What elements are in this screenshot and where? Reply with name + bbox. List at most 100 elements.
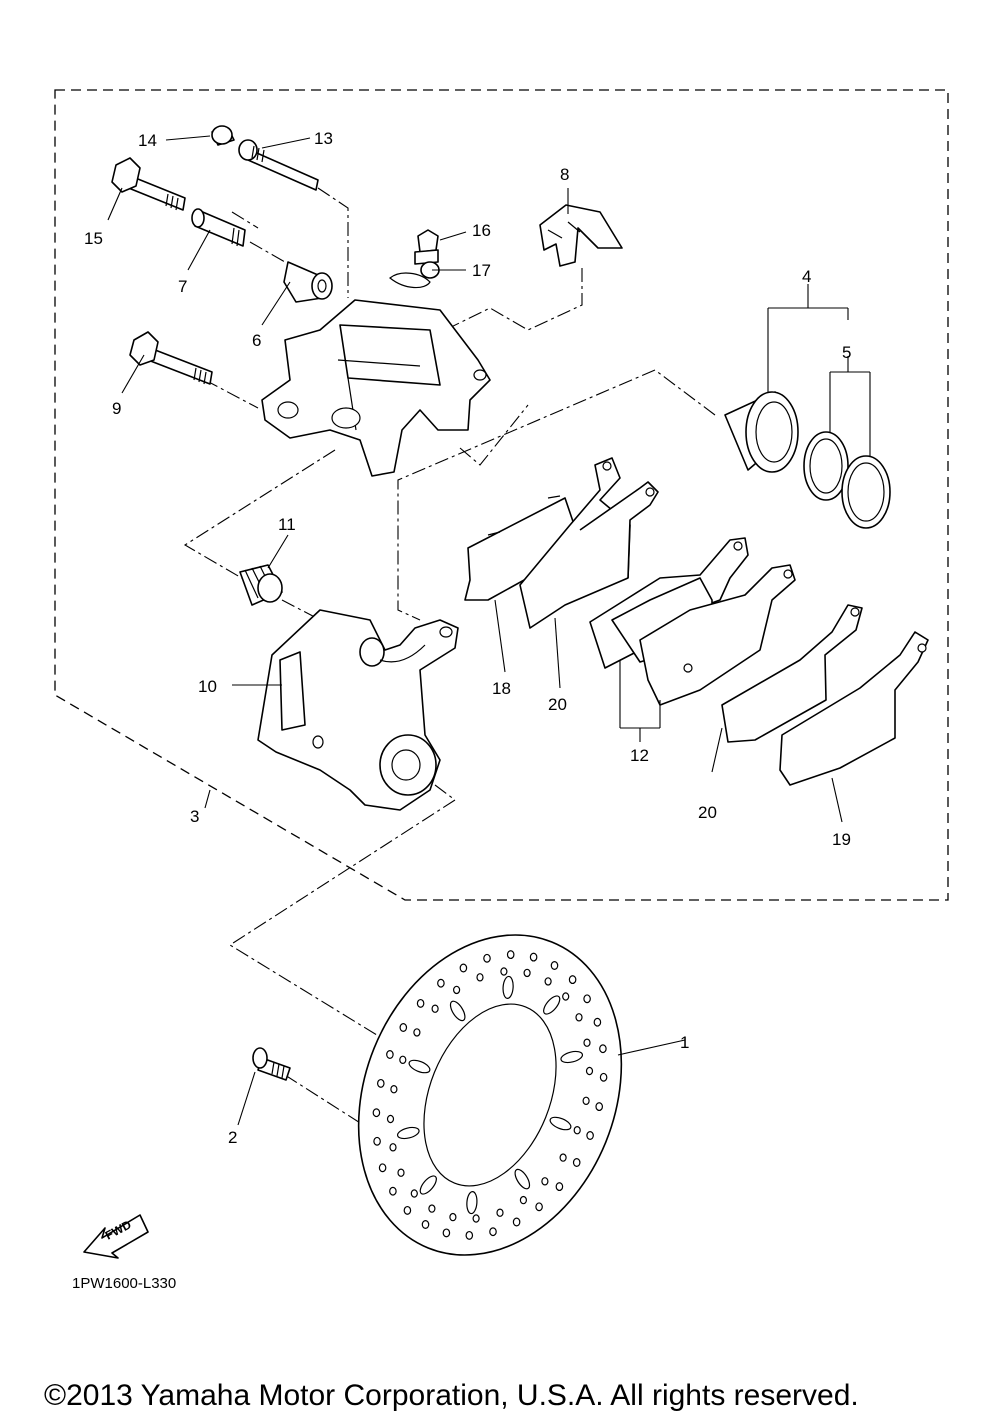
disc-hole	[550, 961, 559, 970]
part-14-cap	[211, 125, 235, 146]
disc-slot	[396, 1126, 420, 1140]
part-12-pad-set	[589, 537, 796, 706]
part-8-spring-clip	[539, 204, 623, 267]
callout-16: 16	[472, 221, 491, 240]
callout-8: 8	[560, 165, 569, 184]
disc-hole	[572, 1158, 581, 1167]
callout-19: 19	[832, 830, 851, 849]
disc-slot	[514, 1168, 531, 1190]
disc-hole	[403, 1205, 412, 1215]
disc-hole	[595, 1102, 604, 1112]
callout-3: 3	[190, 807, 199, 826]
part-11-boot	[239, 564, 283, 606]
part-10-bracket	[257, 609, 459, 811]
callout-labels: 1 2 3 4 5 6 7 8 9 10 11 12 13 14 15 16 1…	[84, 129, 851, 1147]
callout-20-lower: 20	[698, 803, 717, 822]
part-16-bleed-screw	[414, 229, 439, 265]
disc-slot	[502, 975, 514, 999]
callout-20-upper: 20	[548, 695, 567, 714]
part-7-sleeve	[191, 208, 246, 247]
disc-hole	[386, 1050, 394, 1059]
callout-5: 5	[842, 343, 851, 362]
disc-hole	[472, 1214, 480, 1223]
disc-hole	[529, 952, 538, 962]
disc-hole	[459, 963, 468, 973]
part-1-brake-disc	[357, 934, 623, 1256]
disc-hole	[413, 1028, 421, 1037]
disc-hole	[465, 1230, 474, 1240]
disc-hole	[535, 1202, 543, 1212]
part-13-pin	[238, 139, 319, 191]
disc-slot	[549, 1116, 572, 1131]
callout-12: 12	[630, 746, 649, 765]
leader-lines	[107, 135, 871, 1126]
alignment-lines	[183, 187, 716, 1143]
fwd-arrow-icon: FWD	[83, 1214, 149, 1259]
disc-hole	[555, 1182, 564, 1192]
disc-hole	[523, 968, 531, 978]
part-9-bolt	[129, 331, 213, 385]
part-4-piston	[724, 391, 799, 473]
disc-hole	[496, 1208, 504, 1217]
disc-hole	[599, 1044, 607, 1054]
callout-11: 11	[278, 515, 296, 534]
disc-slot	[449, 1000, 466, 1022]
callout-13: 13	[314, 129, 333, 148]
disc-hole	[378, 1163, 387, 1173]
disc-hole	[376, 1078, 385, 1088]
disc-hole	[421, 1220, 430, 1229]
disc-hole	[399, 1023, 408, 1032]
callout-1: 1	[680, 1033, 689, 1052]
part-6-bushing	[283, 261, 333, 303]
disc-hole	[582, 1096, 590, 1106]
part-5-seals	[803, 431, 891, 529]
disc-hole	[585, 1066, 594, 1076]
disc-hole	[397, 1168, 405, 1177]
part-19-shim	[779, 631, 929, 786]
drawing-code: 1PW1600-L330	[72, 1275, 176, 1292]
disc-hole	[476, 973, 484, 982]
disc-hole	[410, 1189, 418, 1198]
disc-hole	[416, 998, 425, 1008]
disc-hole	[437, 978, 445, 988]
disc-hole	[372, 1108, 381, 1118]
caliper-body	[261, 299, 491, 477]
callout-7: 7	[178, 277, 187, 296]
disc-hole	[386, 1114, 395, 1124]
disc-hole	[431, 1004, 439, 1013]
part-20-pad-upper	[519, 457, 659, 629]
disc-hole	[583, 1038, 591, 1047]
disc-hole	[389, 1143, 397, 1152]
disc-hole	[575, 1013, 583, 1022]
callout-6: 6	[252, 331, 261, 350]
disc-hole	[544, 977, 552, 986]
disc-hole	[489, 1227, 497, 1237]
callout-15: 15	[84, 229, 103, 248]
disc-hole	[568, 975, 577, 985]
disc-slot	[466, 1191, 478, 1215]
disc-hole	[599, 1072, 608, 1082]
part-18-shim	[464, 495, 583, 601]
disc-hole	[586, 1131, 594, 1140]
disc-hole	[442, 1228, 451, 1238]
part-2-disc-bolt	[252, 1047, 291, 1081]
disc-slot	[408, 1059, 431, 1074]
disc-hole	[390, 1084, 398, 1094]
part-15-bolt	[111, 157, 186, 211]
disc-hole	[593, 1017, 602, 1027]
disc-hole	[453, 985, 461, 995]
disc-hole	[583, 994, 591, 1004]
part-20-pad-lower	[721, 604, 863, 743]
disc-hole	[399, 1055, 407, 1065]
disc-hole	[559, 1153, 567, 1162]
disc-slot	[419, 1175, 437, 1195]
callout-14: 14	[138, 131, 157, 150]
copyright-notice: ©2013 Yamaha Motor Corporation, U.S.A. A…	[44, 1379, 859, 1412]
disc-hole	[449, 1212, 457, 1222]
callout-18: 18	[492, 679, 511, 698]
callout-4: 4	[802, 267, 811, 286]
callout-9: 9	[112, 399, 121, 418]
disc-hole	[389, 1186, 397, 1196]
disc-slot	[560, 1050, 584, 1064]
